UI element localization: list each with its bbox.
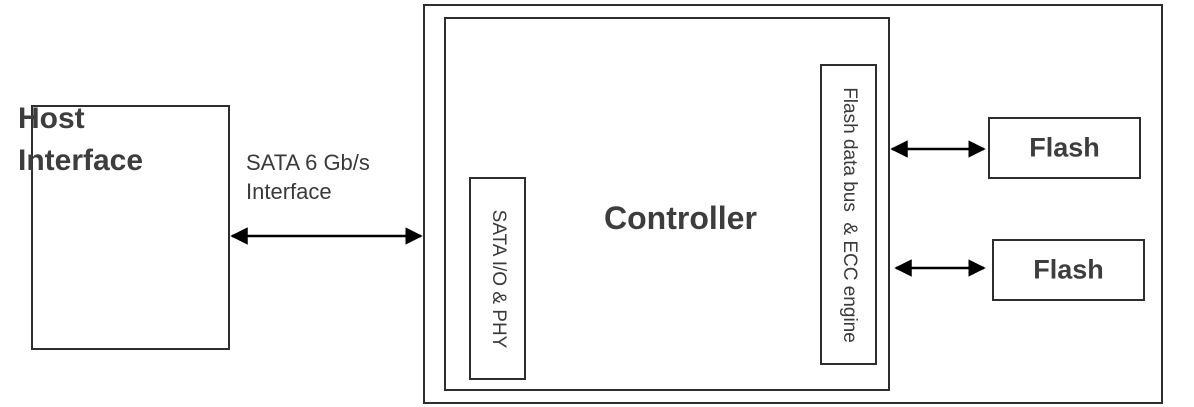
flash-bus-ecc-box: Flash data bus & ECC engine: [820, 64, 877, 365]
flash-chip-box: Flash: [988, 117, 1141, 179]
sata-interface-label: SATA 6 Gb/s Interface: [246, 150, 370, 204]
flash-chip-box: Flash: [992, 239, 1145, 301]
flash-chip-label: Flash: [1033, 254, 1104, 285]
sata-io-phy-box: SATA I/O & PHY: [469, 177, 526, 380]
flash-chip-label: Flash: [1029, 132, 1100, 163]
host-interface-box: [31, 105, 230, 350]
host-interface-label: Host Interface: [18, 102, 144, 177]
controller-label: Controller: [604, 200, 757, 236]
